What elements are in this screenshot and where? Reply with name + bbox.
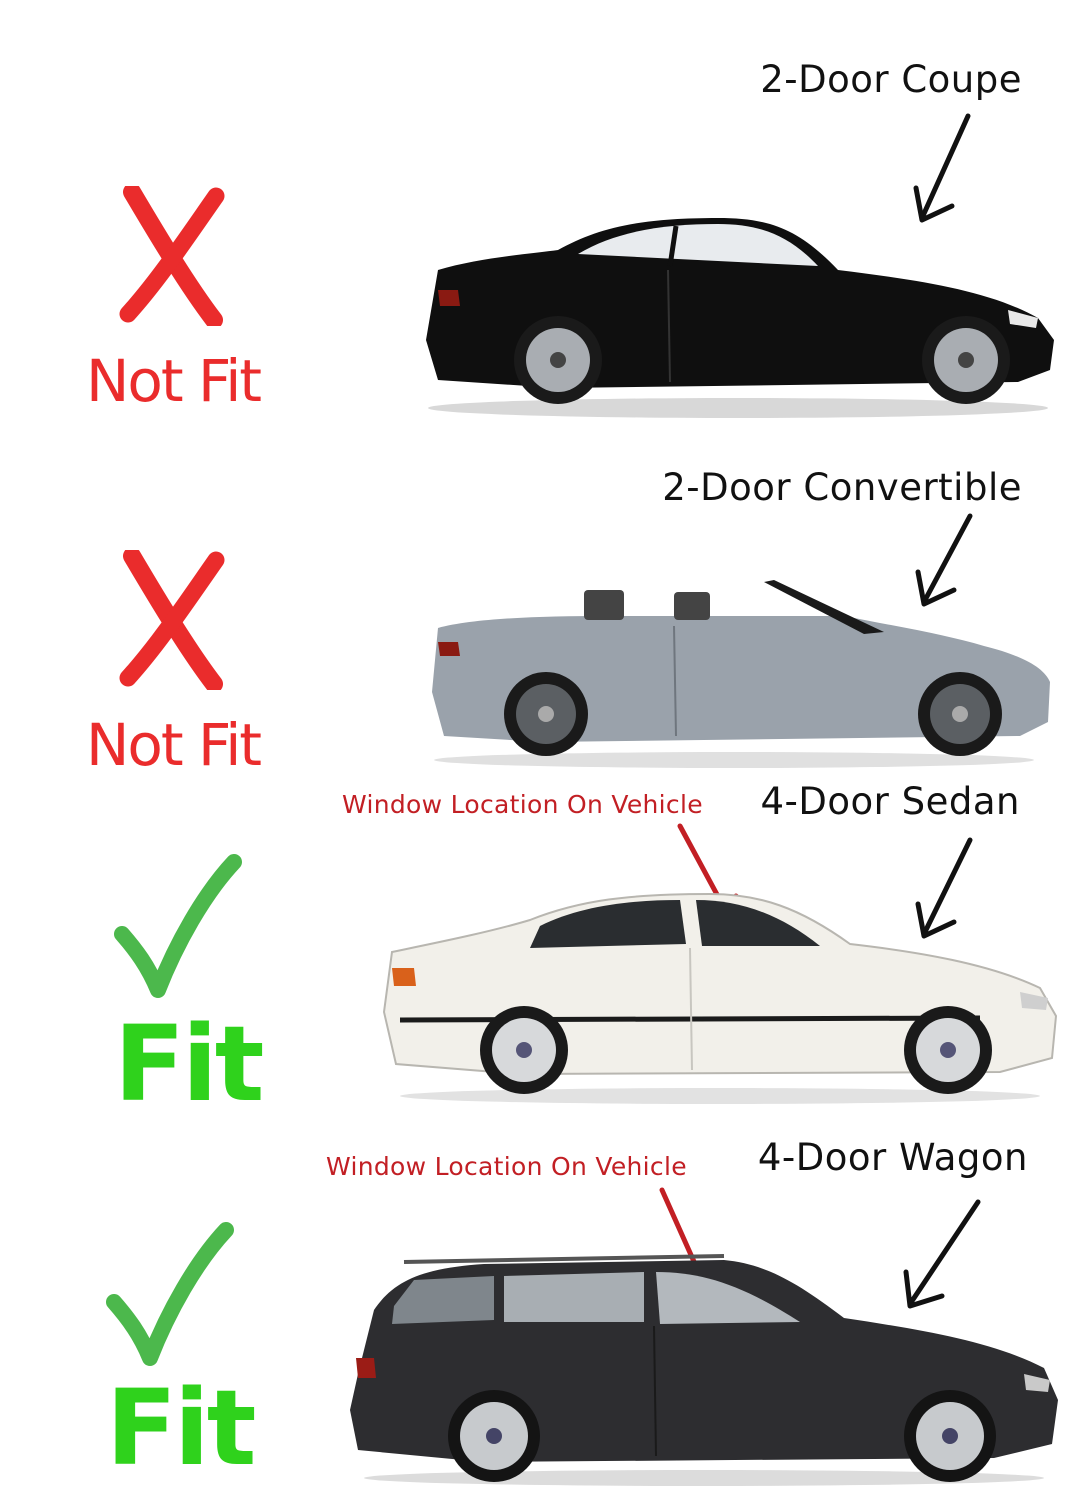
sedan-car-image [382, 892, 1058, 1104]
vehicle-row-coupe: Not Fit 2-Door Coupe [0, 0, 1072, 440]
x-mark-icon [119, 186, 225, 326]
window-location-label: Window Location On Vehicle [326, 1152, 687, 1181]
pointer-arrow-icon [903, 1199, 981, 1309]
vehicle-row-wagon: Fit Window Location On Vehicle 4-Door Wa… [0, 1136, 1072, 1500]
pointer-arrow-icon [915, 837, 973, 939]
verdict-label: Not Fit [86, 347, 262, 415]
vehicle-type-label: 2-Door Coupe [760, 58, 1022, 101]
x-mark-icon [119, 550, 225, 690]
vehicle-type-label: 4-Door Wagon [757, 1136, 1028, 1179]
check-mark-icon [106, 1222, 234, 1366]
window-location-label: Window Location On Vehicle [342, 790, 703, 819]
verdict-label: Not Fit [86, 711, 262, 779]
vehicle-row-sedan: Fit Window Location On Vehicle 4-Door Se… [0, 780, 1072, 1140]
check-mark-icon [114, 854, 242, 998]
verdict-label: Fit [114, 1003, 264, 1125]
convertible-car-image [432, 580, 1050, 768]
pointer-arrow-icon [913, 113, 971, 223]
wagon-car-image [350, 1254, 1058, 1486]
pointer-arrow-icon [915, 513, 973, 607]
vehicle-type-label: 2-Door Convertible [662, 466, 1022, 509]
vehicle-row-convertible: Not Fit 2-Door Convertible [0, 440, 1072, 780]
verdict-label: Fit [106, 1367, 256, 1489]
coupe-car-image [426, 218, 1054, 418]
vehicle-type-label: 4-Door Sedan [760, 780, 1020, 823]
